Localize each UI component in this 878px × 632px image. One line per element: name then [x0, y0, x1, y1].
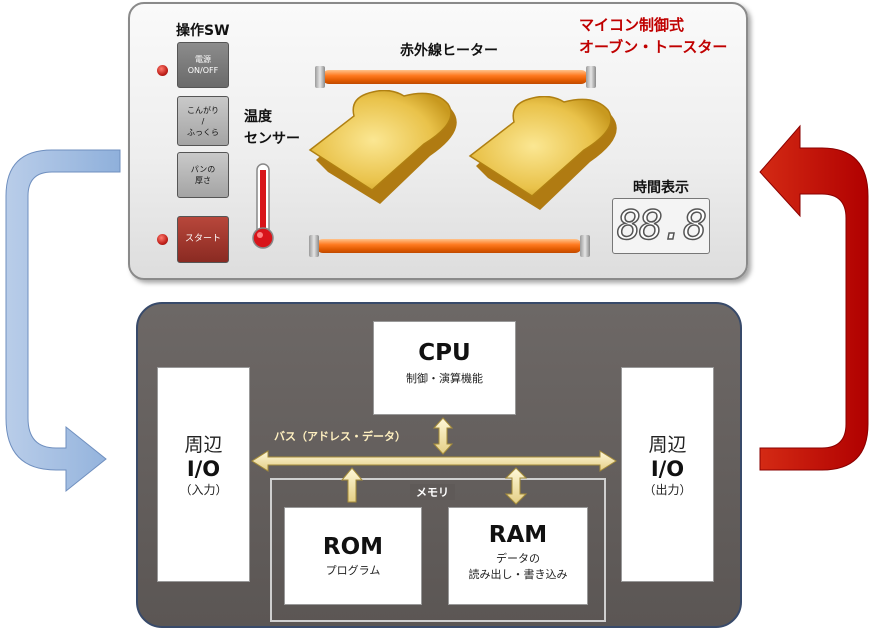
rom-subtitle: プログラム — [325, 564, 381, 577]
bread-thickness-button[interactable]: パンの 厚さ — [177, 152, 229, 198]
cpu-box: CPU 制御・演算機能 — [373, 321, 516, 415]
heater-bottom-icon — [316, 239, 582, 253]
io-input-mid: I/O — [186, 457, 221, 481]
heater-bottom-cap-right — [580, 235, 590, 257]
start-led-icon — [157, 234, 168, 245]
thermometer-icon — [252, 163, 274, 249]
heater-bottom-cap-left — [309, 235, 319, 257]
memory-frame — [270, 478, 606, 622]
toast-right-icon — [468, 96, 617, 210]
io-output-bottom: （出力） — [643, 483, 692, 497]
sensor-label-line2: センサー — [244, 131, 300, 147]
crispy-fluffy-line1: こんがり — [187, 105, 219, 115]
io-input-box: 周辺 I/O （入力） — [157, 367, 250, 582]
switch-title: 操作SW — [176, 23, 230, 39]
rom-box: ROM プログラム — [284, 507, 422, 605]
io-output-top: 周辺 — [648, 434, 687, 456]
heater-top-icon — [322, 70, 588, 84]
crispy-fluffy-button[interactable]: こんがり / ふっくら — [177, 96, 229, 146]
io-input-bottom: （入力） — [179, 483, 228, 497]
toast-left-icon — [308, 90, 457, 204]
bread-thickness-line1: パンの — [190, 165, 216, 174]
ram-subtitle-2: 読み出し・書き込み — [468, 568, 568, 581]
power-button[interactable]: 電源 ON/OFF — [177, 42, 229, 88]
cpu-subtitle: 制御・演算機能 — [406, 372, 483, 385]
memory-label: メモリ — [410, 484, 455, 500]
time-display: 88.8 — [612, 198, 710, 254]
product-title-line2: オーブン・トースター — [579, 38, 728, 56]
product-title: マイコン制御式 オーブン・トースター — [579, 14, 727, 58]
heater-top-cap-left — [315, 66, 325, 88]
io-input-top: 周辺 — [184, 434, 223, 456]
heater-label: 赤外線ヒーター — [400, 43, 498, 59]
sensor-label-line1: 温度 — [244, 109, 272, 125]
heater-top-cap-right — [586, 66, 596, 88]
bus-label: バス（アドレス・データ） — [274, 430, 406, 443]
power-led-icon — [157, 65, 168, 76]
sensor-label: 温度 センサー — [244, 106, 300, 150]
power-button-line1: 電源 — [194, 55, 211, 64]
cpu-title: CPU — [418, 340, 471, 366]
time-label: 時間表示 — [633, 180, 689, 196]
rom-title: ROM — [322, 534, 384, 560]
crispy-fluffy-line2: / — [201, 116, 205, 126]
crispy-fluffy-line3: ふっくら — [187, 127, 219, 137]
bread-thickness-line2: 厚さ — [195, 176, 211, 185]
start-button[interactable]: スタート — [177, 216, 229, 263]
ram-subtitle-1: データの — [496, 552, 540, 565]
product-title-line1: マイコン制御式 — [579, 16, 685, 34]
ram-box: RAM データの 読み出し・書き込み — [448, 507, 588, 605]
ram-title: RAM — [488, 522, 548, 548]
io-output-box: 周辺 I/O （出力） — [621, 367, 714, 582]
time-display-value: 88.8 — [616, 202, 708, 250]
io-output-mid: I/O — [650, 457, 685, 481]
start-button-label: スタート — [184, 234, 221, 244]
power-button-line2: ON/OFF — [187, 66, 219, 75]
